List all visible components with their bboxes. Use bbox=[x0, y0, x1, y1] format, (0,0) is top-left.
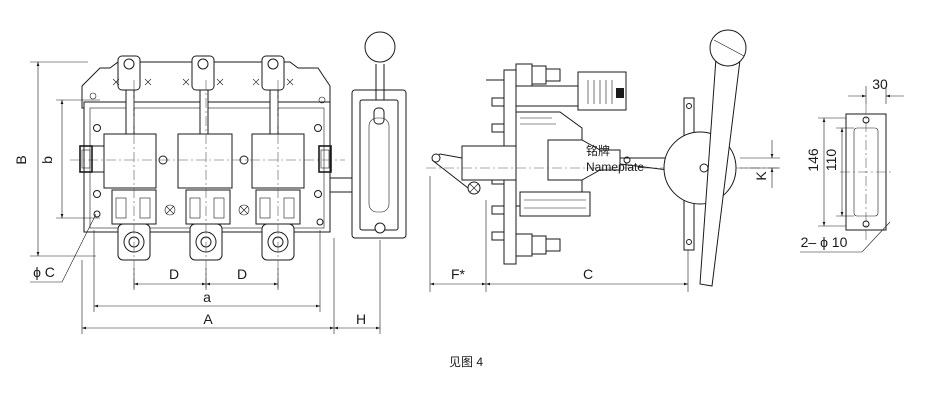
handle-knob-side bbox=[709, 29, 747, 67]
label-D-right: D bbox=[237, 266, 247, 282]
label-30: 30 bbox=[872, 76, 888, 92]
side-view bbox=[426, 29, 780, 287]
label-146: 146 bbox=[805, 148, 821, 172]
label-F-star: F* bbox=[451, 266, 466, 282]
label-b: b bbox=[39, 156, 55, 164]
front-dimensions bbox=[30, 61, 381, 334]
side-dimensions bbox=[429, 140, 780, 292]
label-B: B bbox=[13, 155, 29, 164]
label-phi-c: ϕ C bbox=[33, 264, 55, 280]
front-handle-assembly bbox=[351, 31, 407, 239]
label-a: a bbox=[203, 289, 211, 305]
label-C: C bbox=[583, 266, 593, 282]
nameplate-label-en: Nameplate bbox=[586, 160, 644, 174]
figure-caption: 见图 4 bbox=[449, 355, 483, 369]
pole-covers bbox=[103, 133, 305, 189]
mounting-plate-detail bbox=[800, 86, 904, 253]
frame-bolts bbox=[93, 124, 324, 226]
bottom-terminal-lugs bbox=[117, 223, 295, 261]
label-D-left: D bbox=[169, 266, 179, 282]
dimension-labels: B b ϕ C D D a A H F* C K 铭牌 Nameplate 30… bbox=[13, 76, 888, 327]
label-A: A bbox=[203, 311, 213, 327]
top-plate-screws bbox=[89, 78, 326, 104]
handle-knob-front bbox=[364, 31, 396, 63]
label-holes: 2– ϕ 10 bbox=[801, 234, 848, 250]
label-H: H bbox=[356, 311, 366, 327]
nameplate-label-cn: 铭牌 bbox=[586, 143, 610, 158]
front-view bbox=[70, 55, 361, 290]
side-terminal-bolts bbox=[486, 63, 561, 257]
label-K: K bbox=[753, 171, 769, 181]
spring-coil bbox=[587, 80, 613, 104]
side-indicator-windows bbox=[79, 145, 332, 173]
label-110: 110 bbox=[823, 149, 839, 172]
